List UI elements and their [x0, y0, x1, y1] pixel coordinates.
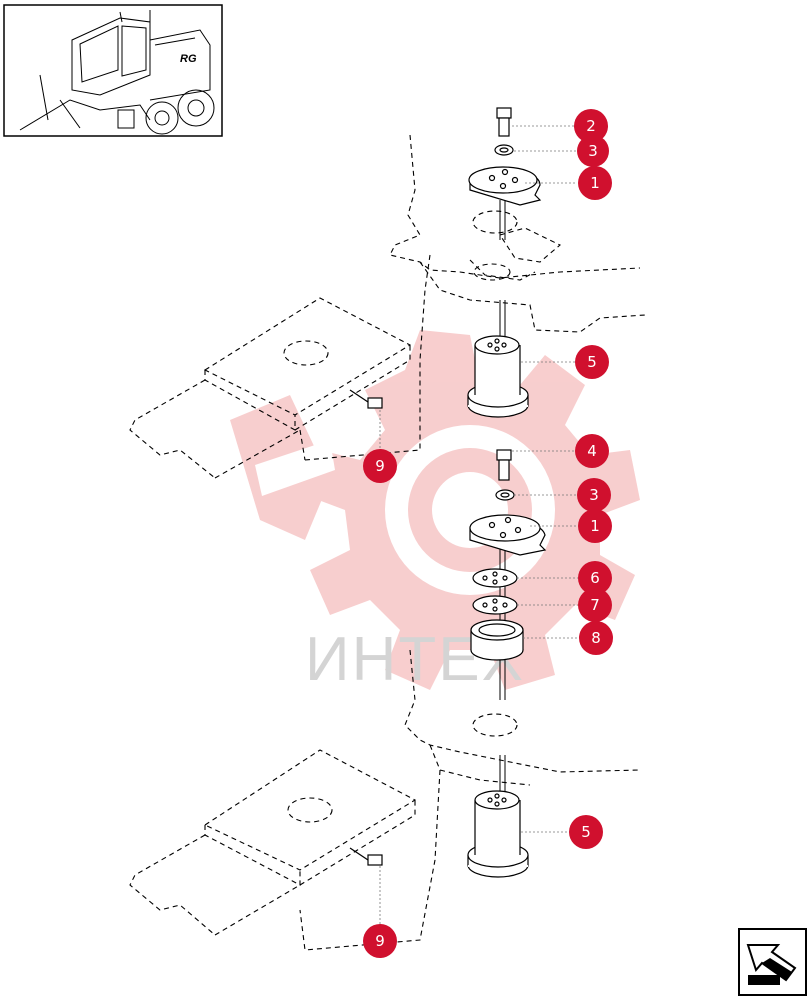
callout-8: 8 [579, 621, 613, 655]
callout-1-lower: 1 [578, 509, 612, 543]
svg-text:3: 3 [589, 486, 599, 504]
sleeve-8 [470, 619, 524, 661]
callout-9-upper: 9 [363, 449, 397, 483]
lower-bolt [496, 449, 512, 481]
lower-frame-outline [129, 649, 641, 951]
upper-washer [494, 144, 514, 156]
callout-3-lower: 3 [577, 478, 611, 512]
svg-text:1: 1 [590, 517, 600, 535]
svg-text:8: 8 [591, 629, 601, 647]
svg-text:7: 7 [590, 596, 600, 614]
callout-5-lower: 5 [569, 815, 603, 849]
callout-7: 7 [578, 588, 612, 622]
svg-text:6: 6 [590, 569, 600, 587]
callout-5-upper: 5 [575, 345, 609, 379]
callout-3-upper: 3 [577, 135, 609, 167]
upper-grease-fitting [349, 389, 383, 409]
svg-text:1: 1 [590, 174, 600, 192]
svg-text:5: 5 [581, 823, 591, 841]
upper-pivot-bushing [467, 335, 529, 418]
lower-washer [495, 489, 515, 501]
svg-text:2: 2 [586, 117, 596, 135]
upper-frame-outline [129, 134, 646, 479]
leader-lines [379, 125, 578, 925]
lower-lock-plate [469, 514, 547, 556]
next-page-arrow-icon[interactable] [738, 928, 807, 996]
shim-7 [472, 595, 518, 615]
thumbnail-badge: RG [180, 53, 197, 65]
svg-text:9: 9 [375, 457, 385, 475]
callout-9-lower: 9 [363, 924, 397, 958]
svg-text:3: 3 [588, 142, 598, 160]
callout-2-upper: 2 [574, 109, 608, 143]
upper-lock-plate [468, 166, 542, 206]
shim-6 [472, 568, 518, 588]
callout-1-upper: 1 [578, 166, 612, 200]
lower-grease-fitting [349, 847, 383, 866]
svg-text:5: 5 [587, 353, 597, 371]
callout-6: 6 [578, 561, 612, 595]
upper-bolt [496, 107, 512, 137]
motor-grader-thumbnail: RG [3, 4, 223, 137]
svg-text:4: 4 [587, 442, 597, 460]
lower-pivot-bushing [467, 790, 529, 878]
svg-text:9: 9 [375, 932, 385, 950]
callout-4: 4 [575, 434, 609, 468]
